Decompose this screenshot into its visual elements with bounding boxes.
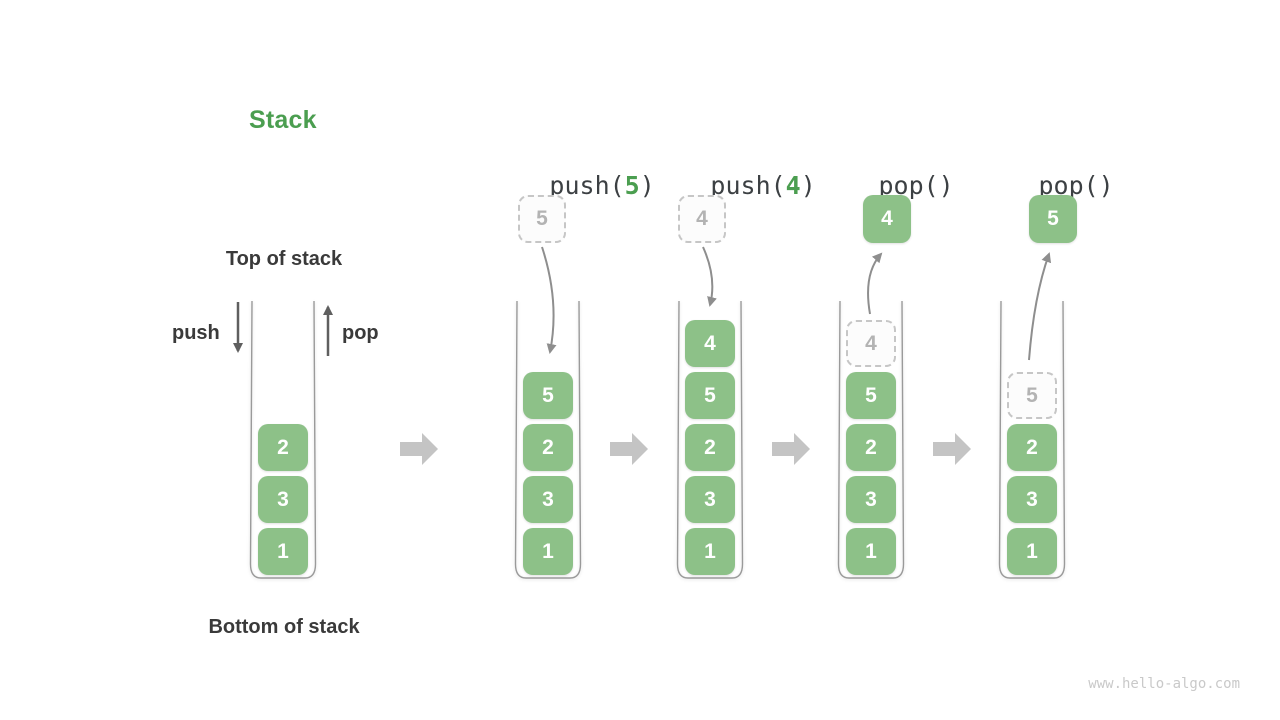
stack-container-4: [837, 300, 905, 579]
stack-block: 1: [846, 528, 896, 575]
stack-block: 4: [685, 320, 735, 367]
watermark: www.hello-algo.com: [1088, 676, 1240, 692]
stack-block: 1: [258, 528, 308, 575]
incoming-element: 4: [678, 195, 726, 243]
flow-arrow-icon: [772, 433, 810, 465]
op-text: ): [639, 171, 655, 200]
op-arg: 5: [624, 171, 640, 200]
push-4-curve-arrow-icon: [702, 246, 717, 307]
stack-block: 5: [685, 372, 735, 419]
popped-element: 5: [1029, 195, 1077, 243]
stack-block: 3: [523, 476, 573, 523]
stack-block: 1: [685, 528, 735, 575]
push-label: push: [172, 322, 220, 344]
stack-block: 3: [685, 476, 735, 523]
stack-block-ghost: 5: [1007, 372, 1057, 419]
op-label-push-4: push(4): [650, 142, 816, 229]
op-arg: 4: [785, 171, 801, 200]
stack-container-2: [514, 300, 582, 579]
stack-block: 2: [846, 424, 896, 471]
bottom-of-stack-label: Bottom of stack: [208, 616, 360, 638]
stack-block: 5: [846, 372, 896, 419]
popped-element: 4: [863, 195, 911, 243]
flow-arrow-icon: [610, 433, 648, 465]
op-text: push(: [549, 171, 625, 200]
pop-label: pop: [342, 322, 379, 344]
pop-4-curve-arrow-icon: [867, 252, 883, 315]
top-of-stack-label: Top of stack: [225, 248, 343, 270]
stack-block: 2: [523, 424, 573, 471]
op-text: ): [800, 171, 816, 200]
stack-block: 2: [685, 424, 735, 471]
stack-block: 2: [258, 424, 308, 471]
stack-block: 5: [523, 372, 573, 419]
push-5-curve-arrow-icon: [541, 246, 557, 354]
flow-arrow-icon: [400, 433, 438, 465]
stack-block-ghost: 4: [846, 320, 896, 367]
stack-container-5: [998, 300, 1066, 579]
diagram-title: Stack: [249, 106, 317, 134]
stack-container-3: [676, 300, 744, 579]
flow-arrow-icon: [933, 433, 971, 465]
stack-container-1: [249, 300, 317, 579]
incoming-element: 5: [518, 195, 566, 243]
stack-block: 3: [846, 476, 896, 523]
stack-block: 1: [523, 528, 573, 575]
stack-block: 3: [1007, 476, 1057, 523]
op-label-push-5: push(5): [489, 142, 655, 229]
stack-block: 2: [1007, 424, 1057, 471]
stack-block: 1: [1007, 528, 1057, 575]
op-text: push(: [710, 171, 786, 200]
pop-5-curve-arrow-icon: [1028, 252, 1052, 361]
stack-block: 3: [258, 476, 308, 523]
